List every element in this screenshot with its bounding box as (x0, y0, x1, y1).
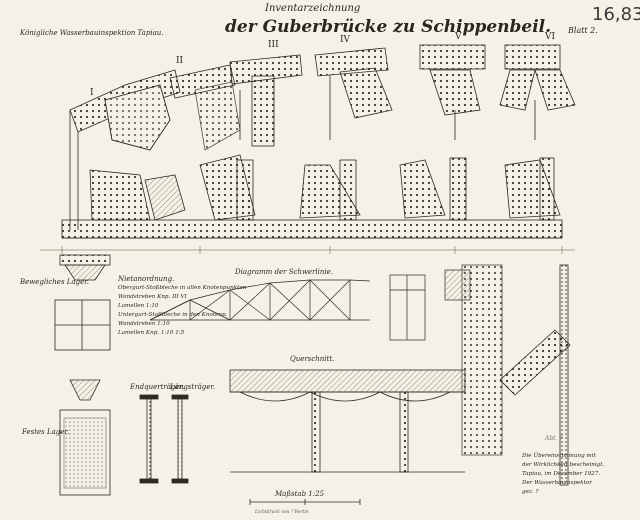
node-label-1: I (90, 88, 94, 98)
certification-line: Tapiau, im Dezember 1927. (522, 471, 601, 477)
label-cross-section: Querschnitt. (290, 355, 335, 363)
label-end-beam: Endquerträger. (130, 383, 185, 391)
scale-bar (249, 499, 361, 505)
label-scale: Maßstab 1:25 (275, 490, 325, 498)
certification-line: Die Übereinstimmung mit (522, 453, 596, 459)
cross-section (229, 264, 571, 486)
lower-chord-details (61, 154, 563, 239)
rivet-note-line: Wandstreben Knp. III VI (118, 294, 187, 300)
certification-line: gez. ? (522, 489, 539, 495)
rivet-note-line: Untergurt-Stoßbleche in den Knotenp. (118, 312, 228, 318)
chord-section-detail (389, 269, 471, 341)
stamp: Abt. ? (545, 435, 563, 442)
node-label-5: V (455, 32, 462, 42)
sheet-label: Blatt 2. (568, 26, 598, 35)
upper-chord-details (69, 44, 576, 230)
office-name: Königliche Wasserbauinspektion Tapiau. (20, 29, 164, 37)
certification-line: Der Wasserbauinspektor (522, 480, 592, 486)
rivet-note-line: Obergurt-Stoßbleche in allen Knotenpunkt… (118, 285, 247, 291)
rivet-note-line: Lamellen Knp. 1:10 1:5 (118, 330, 185, 336)
node-label-3: III (268, 40, 279, 50)
label-bearing-fixed: Festes Lager. (22, 428, 70, 436)
page-number: 16,83 (592, 4, 640, 25)
label-bearing-movable: Bewegliches Lager. (20, 278, 90, 286)
rivet-notes-heading: Nietanordnung. (118, 275, 175, 283)
label-stringer: Längsträger. (170, 383, 216, 391)
title-main: der Guberbrücke zu Schippenbeil. (225, 17, 552, 37)
rivet-notes: Nietanordnung. Obergurt-Stoßbleche in al… (118, 275, 246, 338)
rivet-note-line: Wandstreben 1:10 (118, 321, 170, 327)
node-label-6: VI (545, 32, 556, 42)
certification-line: der Wirklichkeit bescheinigt. (522, 462, 605, 468)
beam-sections (139, 394, 189, 484)
node-label-2: II (176, 56, 184, 66)
label-diagram: Diagramm der Schwerlinie. (235, 268, 334, 276)
node-label-4: IV (340, 35, 351, 45)
rivet-note-line: Lamellen 1:10 (118, 303, 159, 309)
certification-block: Die Übereinstimmung mit der Wirklichkeit… (522, 452, 604, 497)
dimension-line (40, 246, 575, 254)
bearings (54, 254, 111, 496)
printer-line: Lichtdruck von ? Berlin (255, 510, 309, 515)
title-small: Inventarzeichnung (265, 3, 361, 14)
truss-diagram (149, 279, 371, 321)
